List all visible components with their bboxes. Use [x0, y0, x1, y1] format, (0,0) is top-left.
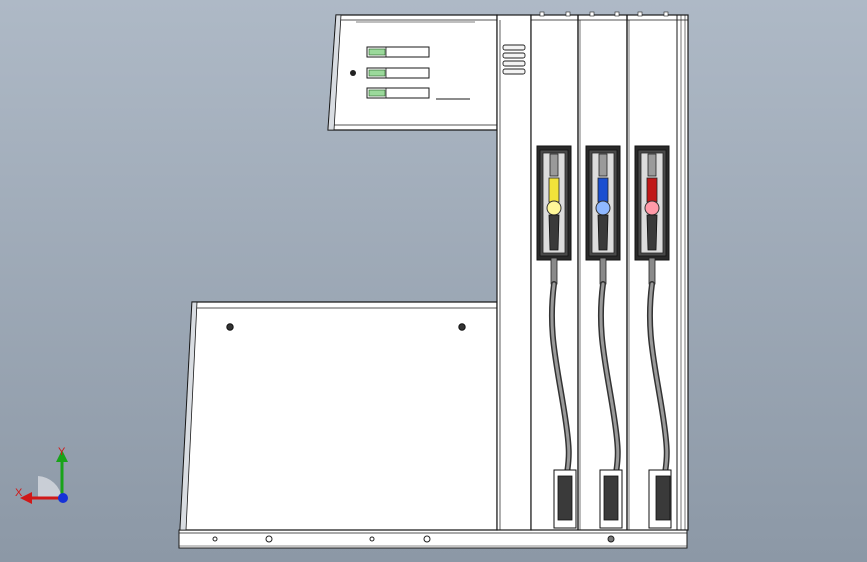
screw [458, 323, 466, 331]
nozzle-grip [597, 177, 609, 203]
base-bolt-hole [607, 535, 615, 543]
red-nozzle[interactable] [634, 145, 672, 529]
screw [226, 323, 234, 331]
fuel-grade-cap [644, 200, 660, 216]
display-window-price [366, 87, 430, 99]
base-bolt-hole [369, 536, 375, 542]
base-bolt-hole [423, 535, 431, 543]
nozzle-grip [548, 177, 560, 203]
nozzle-assemblies[interactable] [536, 145, 672, 529]
x-axis-label: X [15, 487, 23, 499]
triad-quadrant [38, 476, 62, 498]
nozzle-spout [549, 153, 559, 177]
swivel-fitting [648, 257, 656, 285]
display-head[interactable] [327, 14, 498, 131]
fuel-grade-cap [546, 200, 562, 216]
orientation-triad: Y X [15, 446, 68, 504]
base-bolt-hole [265, 535, 273, 543]
fuel-grade-cap [595, 200, 611, 216]
yellow-nozzle[interactable] [536, 145, 577, 529]
lower-cabinet[interactable] [179, 301, 498, 531]
nozzle-spout [598, 153, 608, 177]
nozzle-handle [646, 214, 658, 251]
y-axis-label: Y [58, 446, 66, 458]
display-window-amount [366, 46, 430, 58]
base-plinth[interactable] [178, 529, 688, 549]
x-axis-arrowhead [20, 492, 32, 504]
swivel-fitting [599, 257, 607, 285]
center-column[interactable] [496, 14, 532, 531]
blue-nozzle[interactable] [585, 145, 623, 529]
y-axis-arrowhead [56, 450, 68, 462]
nozzle-handle [597, 214, 609, 251]
swivel-fitting [550, 257, 558, 285]
display-window-volume [366, 67, 430, 79]
nozzle-spout [647, 153, 657, 177]
indicator-light [350, 70, 356, 76]
nozzle-handle [548, 214, 560, 251]
vent-grille [502, 44, 526, 75]
base-bolt-hole [212, 536, 218, 542]
nozzle-grip [646, 177, 658, 203]
z-axis-dot [58, 493, 68, 503]
